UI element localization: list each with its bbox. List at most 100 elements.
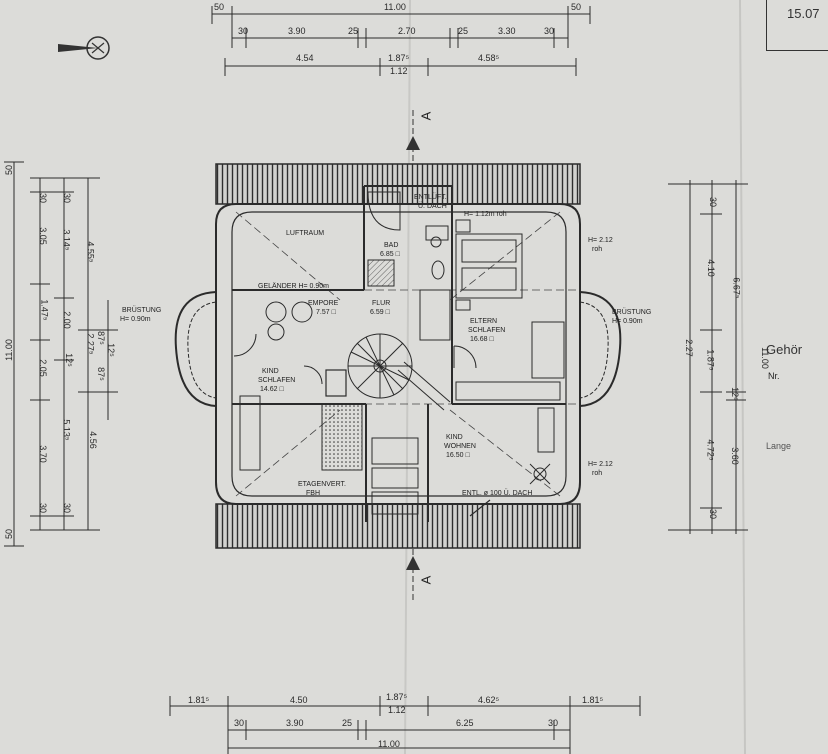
vent-top-label-2: Ü. DACH	[418, 203, 447, 210]
vent-arrow	[469, 499, 491, 517]
stamp-date: 15.07	[787, 6, 820, 21]
interior-wall-line	[231, 211, 567, 497]
dim-top-r2-1: 1.87⁵	[388, 53, 410, 63]
vent-top-label: ENTLÜFT.	[414, 194, 447, 201]
dim-top-r1-1: 3.90	[288, 26, 306, 36]
dim-left-c-1: 2.27⁵	[85, 333, 96, 355]
dormer-right	[579, 291, 622, 407]
room-kind1-b: SCHLAFEN	[258, 377, 296, 384]
dim-left-a-2: 1.47⁵	[39, 299, 50, 321]
room-eltern-area: 16.68 □	[470, 336, 494, 343]
paper-fold	[404, 0, 411, 754]
dim-bot-r2-2: 25	[342, 718, 353, 728]
room-bad-area: 6.85 □	[380, 251, 400, 258]
dim-top-r1-5: 3.30	[498, 26, 516, 36]
dim-bot-r2-1: 3.90	[286, 718, 304, 728]
dim-bot-r2-4: 30	[548, 718, 559, 728]
dim-top-r1-2: 25	[348, 26, 359, 36]
dim-right-a-1: 4.10	[705, 259, 716, 277]
bottom-dimension-lines	[169, 696, 641, 754]
dim-left-a-3: 2.05	[37, 359, 48, 377]
dim-top-r2-sub: 1.12	[390, 66, 408, 76]
dim-right-b-1: 12⁵	[729, 387, 740, 401]
dim-right-b-0: 6.67⁵	[731, 277, 742, 299]
dim-right-a-2: 1.87⁵	[705, 349, 716, 371]
dim-bot-r1-4: 1.81⁵	[582, 695, 604, 705]
dim-bot-r1-1: 4.50	[290, 695, 308, 705]
parapet-left-height: H= 0.90m	[120, 316, 151, 323]
room-kind1-area: 14.62 □	[260, 386, 284, 393]
margin-text-lange: Lange	[766, 441, 792, 451]
parapet-right: BRÜSTUNG	[612, 309, 652, 316]
bathroom-fixtures	[367, 191, 451, 341]
interior-walls	[232, 185, 566, 522]
section-marker-bottom	[406, 540, 420, 600]
wardrobe	[531, 321, 565, 379]
vent-bottom-label: ENTL. ø 100 Ü. DACH	[462, 490, 533, 497]
dim-left-d-1: 12⁵	[105, 343, 116, 357]
room-empore-area: 7.57 □	[316, 309, 336, 316]
dim-top-r1-3: 2.70	[398, 26, 416, 36]
dim-left-edge-top: 50	[4, 164, 15, 176]
dim-top-edge-right: 50	[571, 2, 582, 12]
room-empore: EMPORE	[308, 300, 339, 307]
height-note-2-roh: roh	[592, 246, 603, 253]
dim-right-c: 2.27	[683, 339, 694, 357]
margin-text-nr: Nr.	[768, 371, 780, 381]
dim-top-r2-2: 4.58⁵	[478, 53, 500, 63]
dim-left-b-2: 2.00	[61, 311, 72, 329]
roof-strip-bottom	[215, 503, 581, 549]
double-bed	[455, 219, 523, 311]
dim-bot-r2-0: 30	[234, 718, 245, 728]
dim-bot-r1-0: 1.81⁵	[188, 695, 210, 705]
roof-strip-top	[215, 163, 581, 205]
section-marker-top	[406, 110, 420, 172]
height-note-2: H= 2.12	[588, 237, 613, 244]
dim-right-a-4: 30	[708, 508, 719, 520]
room-luftraum: LUFTRAUM	[286, 230, 325, 237]
dim-left-b-4: 30	[62, 502, 73, 514]
parapet-left: BRÜSTUNG	[122, 307, 162, 314]
paper-fold	[739, 0, 746, 754]
dim-left-b-0: 30	[62, 192, 73, 204]
dim-left-a-0: 30	[38, 192, 49, 204]
stacked-shelves	[371, 437, 419, 515]
dim-top-r2-0: 4.54	[296, 53, 314, 63]
dim-right-a-0: 30	[708, 196, 719, 208]
height-note-3-roh: roh	[592, 470, 603, 477]
height-note-3: H= 2.12	[588, 461, 613, 468]
dim-left-a-1: 3.05	[37, 227, 48, 245]
dim-left-edge-bottom: 50	[4, 528, 15, 540]
empore-furniture	[265, 301, 313, 341]
door-swings	[233, 333, 477, 385]
dim-left-b-3: 5.13⁵	[61, 419, 72, 441]
right-dimension-lines	[668, 180, 748, 534]
room-flur: FLUR	[372, 300, 391, 307]
room-kind2-b: WOHNEN	[444, 443, 476, 450]
room-flur-area: 6.59 □	[370, 309, 390, 316]
dim-left-c-2: 4.56	[87, 431, 98, 449]
height-note-1: H= 1.12m roh	[464, 211, 507, 218]
dim-bot-r1-3: 4.62⁵	[478, 695, 500, 705]
section-label-bottom: A	[418, 575, 434, 585]
fbh-label: FBH	[306, 490, 320, 497]
dim-right-b-2: 3.60	[729, 447, 740, 465]
dim-left-c-0: 4.55⁵	[85, 241, 96, 263]
spiral-staircase	[347, 333, 413, 399]
parapet-right-height: H= 0.90m	[612, 318, 643, 325]
dim-bot-total: 11.00	[378, 739, 400, 749]
dim-bot-r1-2: 1.87⁵	[386, 692, 408, 702]
desk	[537, 407, 555, 453]
stair-handrail	[397, 369, 445, 411]
room-eltern-b: SCHLAFEN	[468, 327, 506, 334]
plant-icon	[529, 463, 551, 485]
left-dimension-lines	[4, 161, 118, 547]
north-arrow-icon	[58, 36, 110, 60]
dim-left-d-0: 87⁵	[95, 331, 106, 345]
room-kind2: KIND	[446, 434, 463, 441]
dim-right-a-3: 4.72⁵	[705, 439, 716, 461]
railing-label: GELÄNDER H= 0.90m	[258, 283, 329, 290]
dim-bot-r2-3: 6.25	[456, 718, 474, 728]
